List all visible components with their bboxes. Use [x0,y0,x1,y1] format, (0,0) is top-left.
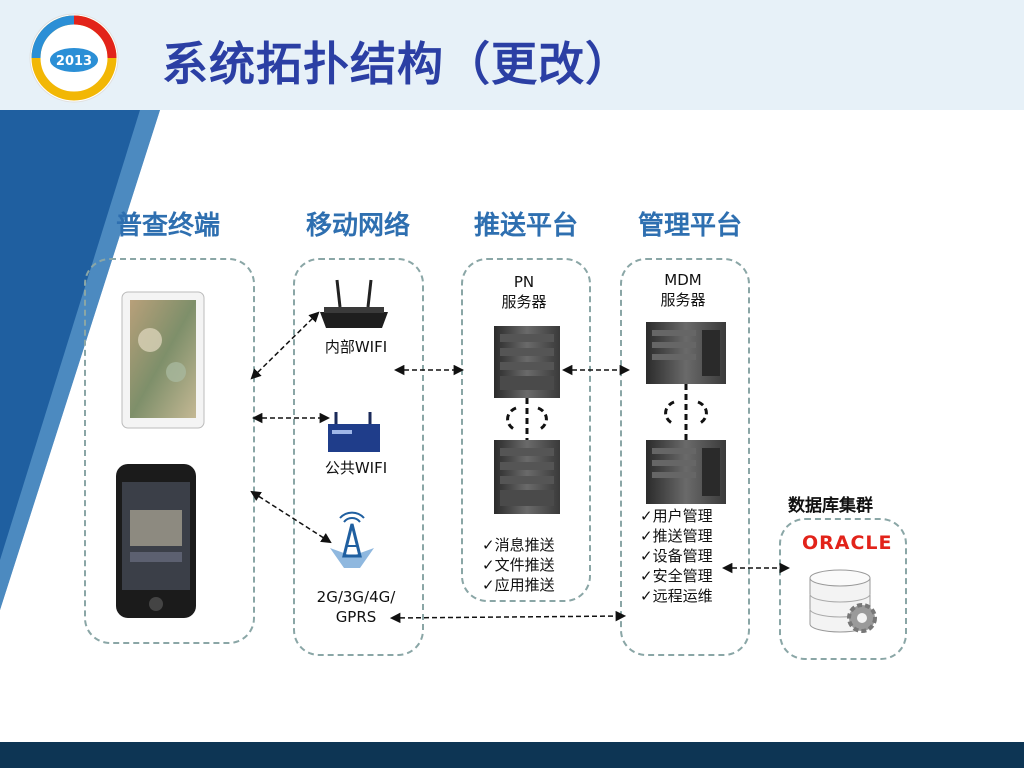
header-band [0,0,1024,110]
cellular-label-line2: GPRS [335,608,377,626]
push-feature-item: 应用推送 [482,575,555,595]
logo-text: 2013 [56,54,92,69]
management-feature-item: 用户管理 [640,506,713,526]
logo-2013-icon: 2013 [29,13,119,103]
mdm-server-label-line2: 服务器 [660,291,706,309]
column-title-push-platform: 推送平台 [473,211,578,241]
push-feature-item: 文件推送 [482,555,555,575]
pn-server-label-line2: 服务器 [501,293,547,311]
pn-server-top-icon [494,326,560,398]
router-icon [320,279,388,328]
cell-tower-icon [330,511,374,568]
mobile-network-group [293,258,424,656]
mdm-cluster-link-icon [664,384,708,440]
page-title: 系统拓扑结构（更改） [162,37,632,91]
pn-server-bottom-icon [494,440,560,514]
push-feature-item: 消息推送 [482,535,555,555]
management-feature-item: 推送管理 [640,526,713,546]
link-cellular-management [389,610,627,624]
column-title-mobile-network: 移动网络 [305,211,410,241]
management-features-list: 用户管理 推送管理 设备管理 安全管理 远程运维 [640,506,713,606]
gear-icon [847,603,877,633]
left-blue-wedge [0,110,160,610]
pn-server-label-line1: PN [513,273,535,291]
mdm-server-label-line1: MDM [664,271,702,289]
column-title-management-platform: 管理平台 [637,211,742,241]
push-platform-group [461,258,591,602]
link-tablet-router [250,311,320,380]
oracle-logo-text: ORACLE [802,532,893,554]
column-title-terminals: 普查终端 [115,211,220,241]
pn-cluster-link-icon [506,398,548,440]
mdm-server-bottom-icon [646,440,726,504]
smartphone-icon [116,464,196,618]
database-group [779,518,907,660]
footer-band [0,742,1024,768]
management-feature-item: 远程运维 [640,586,713,606]
link-phone-cell-tower [250,490,332,544]
public-wifi-label: 公共WIFI [324,459,388,477]
access-point-icon [328,412,380,452]
internal-wifi-label: 内部WIFI [324,338,388,356]
mdm-server-top-icon [646,322,726,384]
terminals-group [84,258,255,644]
tablet-icon [121,291,205,429]
management-feature-item: 设备管理 [640,546,713,566]
management-feature-item: 安全管理 [640,566,713,586]
push-features-list: 消息推送 文件推送 应用推送 [482,535,555,595]
cellular-label-line1: 2G/3G/4G/ [316,588,396,606]
database-cluster-title: 数据库集群 [788,496,873,516]
management-platform-group [620,258,750,656]
